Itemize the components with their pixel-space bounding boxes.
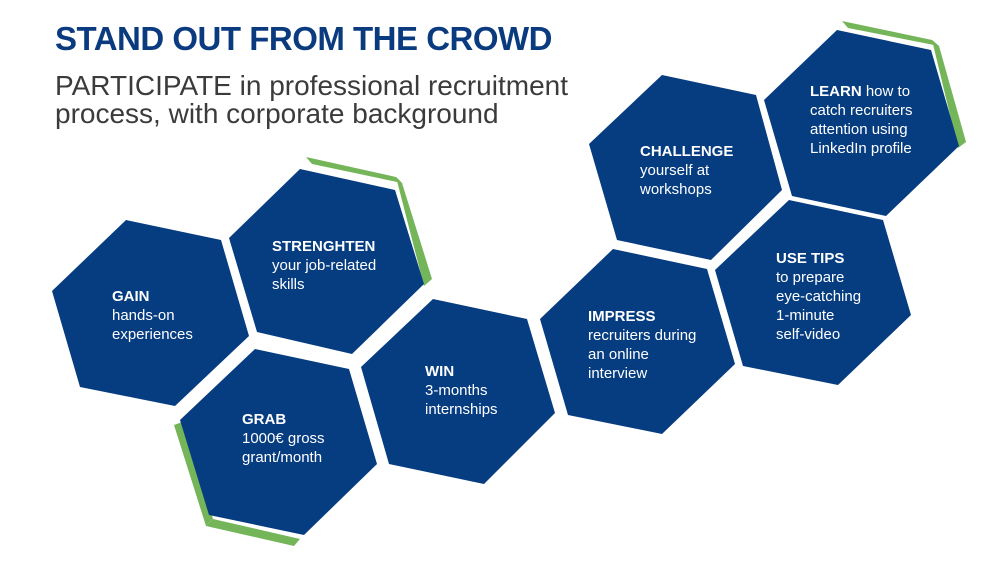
hex-keyword: IMPRESS	[588, 308, 656, 325]
hex-line: interview	[588, 365, 648, 382]
hexagon-use-tips	[715, 200, 911, 385]
hex-keyword: GAIN	[112, 288, 150, 305]
hex-text-challenge: CHALLENGE yourself at workshops	[640, 142, 733, 199]
hex-line: grant/month	[242, 449, 323, 466]
hex-line: 1000€ gross	[242, 430, 325, 447]
hexagon-strenghten	[229, 169, 424, 354]
hex-line: 1-minute	[776, 307, 835, 324]
hexagon-gain	[52, 220, 249, 406]
hexagon-impress	[540, 249, 735, 434]
hex-line: skills	[272, 276, 305, 293]
subtitle-line-1: PARTICIPATE in professional recruitment	[55, 70, 568, 101]
hex-text-win: WIN 3-months internships	[425, 362, 498, 419]
hexagon-win	[361, 299, 555, 484]
hex-text-impress: IMPRESS recruiters during an online inte…	[588, 307, 696, 383]
hex-line: hands-on	[112, 307, 175, 324]
hex-line: catch recruiters	[810, 102, 913, 119]
page-title: STAND OUT FROM THE CROWD	[55, 20, 553, 57]
hex-line: your job-related	[272, 257, 377, 274]
green-accent-grab-bottom	[206, 519, 300, 546]
green-accent-strengthen	[306, 157, 402, 183]
hex-keyword: CHALLENGE	[640, 143, 734, 160]
hexagon-learn	[764, 30, 959, 216]
green-accent-strengthen-side	[396, 177, 432, 286]
hex-line: self-video	[776, 326, 841, 343]
hex-line: yourself at	[640, 162, 710, 179]
hex-line: an online	[588, 346, 649, 363]
hex-keyword: WIN	[425, 363, 455, 380]
hexagon-challenge	[589, 75, 782, 260]
hex-line: workshops	[640, 181, 712, 198]
hex-line: internships	[425, 401, 498, 418]
hex-keyword: GRAB	[242, 411, 287, 428]
hex-keyword-rest: how to	[861, 83, 911, 100]
hex-keyword: LEARN	[810, 83, 862, 100]
hex-text-grab: GRAB 1000€ gross grant/month	[242, 410, 325, 467]
hex-text-use-tips: USE TIPS to prepare eye-catching 1-minut…	[776, 249, 861, 344]
hex-line: attention using	[810, 121, 908, 138]
hex-text-gain: GAIN hands-on experiences	[112, 287, 193, 344]
hex-line: LinkedIn profile	[810, 140, 912, 157]
green-accent-learn-side	[932, 40, 966, 148]
hex-line: experiences	[112, 326, 193, 343]
hex-keyword: USE TIPS	[776, 250, 845, 267]
green-accent-learn-top	[842, 21, 939, 46]
hex-text-strenghten: STRENGHTEN your job-related skills	[272, 237, 376, 294]
hex-line: 3-months	[425, 382, 488, 399]
hex-keyword: STRENGHTEN	[272, 238, 376, 255]
hex-line: to prepare	[776, 269, 845, 286]
hexagon-grab	[180, 349, 377, 535]
subtitle-line-2: process, with corporate background	[55, 98, 499, 129]
green-accent-grab-side	[174, 421, 213, 526]
hex-text-learn: LEARN how to catch recruiters attention …	[810, 82, 913, 158]
hex-line: eye-catching	[776, 288, 862, 305]
hex-line: recruiters during	[588, 327, 697, 344]
page-subtitle: PARTICIPATE in professional recruitment …	[55, 72, 615, 128]
